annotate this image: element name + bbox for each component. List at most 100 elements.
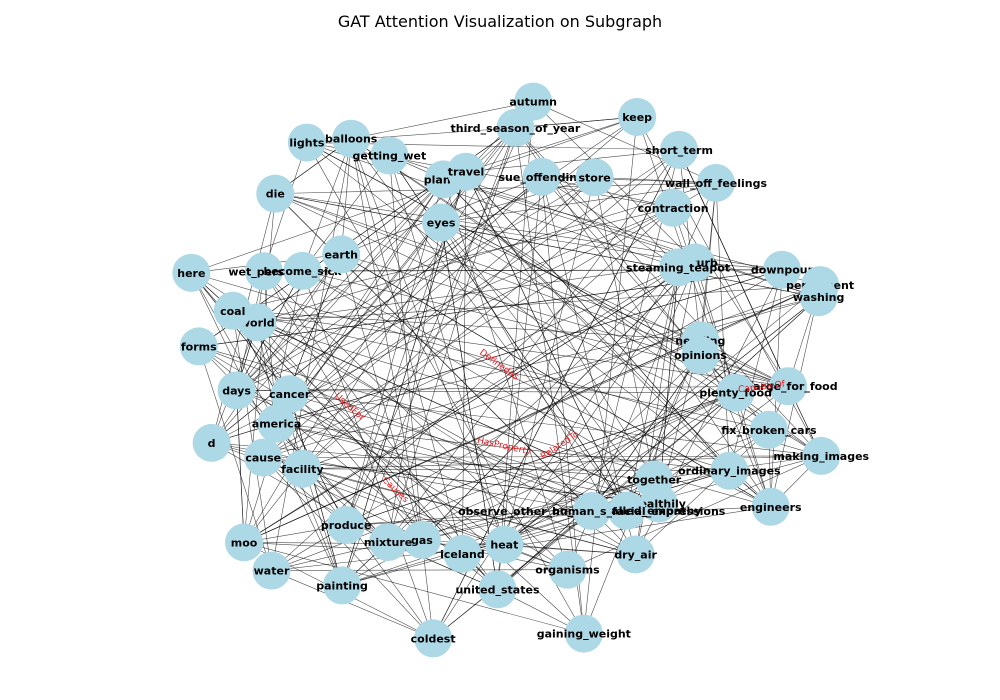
node-label: gaining_weight xyxy=(537,628,631,641)
graph-node xyxy=(256,174,295,213)
node-label: dry_air xyxy=(614,548,657,561)
graph-node xyxy=(192,423,231,462)
graph-edge xyxy=(504,392,736,545)
graph-edge xyxy=(236,177,595,391)
graph-edge xyxy=(340,138,352,255)
graph-node xyxy=(402,520,441,559)
graph-edge xyxy=(594,176,717,184)
graph-node xyxy=(659,248,698,287)
edge-label: HasProperty xyxy=(476,436,533,458)
graph-edge xyxy=(504,284,821,545)
graph-node xyxy=(287,123,326,162)
graph-edge xyxy=(275,182,717,194)
graph-edge xyxy=(236,179,444,391)
graph-node xyxy=(710,451,749,490)
graph-edge xyxy=(594,177,655,480)
node-label: third_season_of_year xyxy=(451,122,581,135)
graph-node xyxy=(323,566,362,605)
graph-edge xyxy=(440,222,660,504)
graph-node xyxy=(697,163,736,202)
graph-node xyxy=(522,157,561,196)
node-label: die xyxy=(266,188,285,201)
graph-edge xyxy=(541,176,717,184)
graph-node xyxy=(213,291,252,330)
graph-edge xyxy=(441,176,595,223)
graph-edge xyxy=(340,254,423,540)
node-label: plenty_food xyxy=(699,387,772,400)
graph-node xyxy=(654,188,693,227)
graph-edge xyxy=(243,262,696,543)
node-label: iceland xyxy=(440,548,485,561)
node-label: wet_person xyxy=(228,265,299,278)
graph-node xyxy=(443,534,482,573)
graph-edge xyxy=(289,393,659,504)
graph-edge xyxy=(276,149,680,424)
node-label: cancer xyxy=(269,388,311,401)
graph-edge xyxy=(306,142,679,268)
graph-edge xyxy=(345,269,783,526)
graph-edge xyxy=(302,468,568,570)
node-label: charge_for_food xyxy=(739,380,838,393)
graph-edge xyxy=(302,138,352,271)
graph-edge xyxy=(257,182,717,323)
node-label: store xyxy=(578,171,610,184)
graph-edge xyxy=(276,101,534,424)
graph-edge xyxy=(541,176,674,209)
graph-node xyxy=(283,251,322,290)
graph-node xyxy=(327,506,366,545)
graph-edge xyxy=(465,171,655,480)
graph-edge xyxy=(302,270,434,639)
graph-edge xyxy=(432,510,592,639)
node-label: downpour xyxy=(751,264,814,277)
graph-node xyxy=(447,152,486,191)
graph-node xyxy=(172,253,211,292)
node-label: balloons xyxy=(325,133,378,146)
graph-node xyxy=(322,235,361,274)
graph-edge xyxy=(236,390,627,511)
graph-edge xyxy=(421,479,655,541)
node-label: autumn xyxy=(509,96,557,109)
graph-edge xyxy=(211,254,342,444)
node-label: lights xyxy=(289,137,325,150)
graph-edge xyxy=(198,346,627,511)
graph-edge xyxy=(432,267,679,639)
node-label: united_states xyxy=(455,583,539,596)
graph-node xyxy=(762,250,801,289)
graph-edge xyxy=(387,149,680,543)
graph-edge xyxy=(387,222,442,543)
node-label: water xyxy=(254,565,290,578)
node-label: mixture xyxy=(364,536,412,549)
graph-edge xyxy=(275,193,819,298)
graph-edge xyxy=(243,542,584,634)
graph-edge xyxy=(515,116,638,129)
node-label: fix_broken_cars xyxy=(721,424,817,437)
graph-edge xyxy=(497,297,819,590)
graph-edge xyxy=(541,176,636,555)
graph-edge xyxy=(243,340,701,543)
graph-edge xyxy=(636,116,771,507)
graph-edge xyxy=(271,138,352,571)
graph-edge xyxy=(236,390,245,543)
node-label: short_term xyxy=(645,144,713,157)
node-label: ordinary_images xyxy=(678,465,781,478)
node-label: produce xyxy=(321,519,372,532)
graph-node xyxy=(422,203,461,242)
graph-node xyxy=(369,523,408,562)
node-label: facility xyxy=(281,463,323,476)
graph-edge xyxy=(465,149,680,173)
node-label: organisms xyxy=(535,564,600,577)
graph-edge xyxy=(232,310,592,512)
graph-edge xyxy=(198,346,771,508)
graph-node xyxy=(332,119,371,158)
node-label: wall_off_feelings xyxy=(665,177,768,190)
graph-edge xyxy=(271,569,568,571)
node-label: opinions xyxy=(674,349,727,362)
graph-edge xyxy=(257,284,821,323)
graph-node xyxy=(575,158,614,197)
graph-node xyxy=(616,535,655,574)
graph-edge xyxy=(275,193,770,431)
node-label: coal xyxy=(220,305,245,318)
graph-edge xyxy=(591,355,701,512)
graph-edge xyxy=(715,182,730,471)
